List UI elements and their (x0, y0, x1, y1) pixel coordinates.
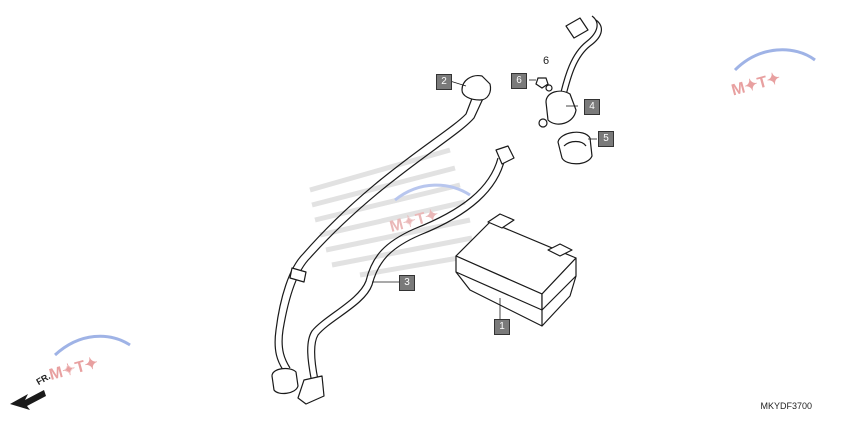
callout-part-5: 5 (598, 131, 614, 147)
diagram-reference-code: MKYDF3700 (760, 401, 812, 411)
moto-logo-watermark-top-right: M✦T✦ (730, 48, 816, 99)
nut-part-6 (535, 77, 549, 89)
cable-part-3 (297, 145, 515, 405)
callout-part-6-box: 6 (511, 73, 527, 89)
leader-lines (372, 79, 597, 319)
front-direction-arrow-icon (10, 390, 46, 410)
callout-part-2: 2 (436, 74, 452, 90)
callout-part-4: 4 (584, 99, 600, 115)
brand-wing-watermark (309, 147, 473, 278)
callout-part-3: 3 (399, 275, 415, 291)
battery-part-1 (455, 213, 577, 327)
svg-text:M✦T✦: M✦T✦ (48, 355, 101, 384)
svg-text:M✦T✦: M✦T✦ (730, 70, 783, 99)
callout-part-1: 1 (494, 319, 510, 335)
callout-part-6-label: 6 (543, 55, 550, 67)
relay-part-4 (538, 15, 602, 128)
moto-logo-watermark-bottom-left: M✦T✦ (48, 334, 131, 384)
cover-part-5 (557, 131, 593, 165)
cable-part-2 (271, 75, 492, 395)
